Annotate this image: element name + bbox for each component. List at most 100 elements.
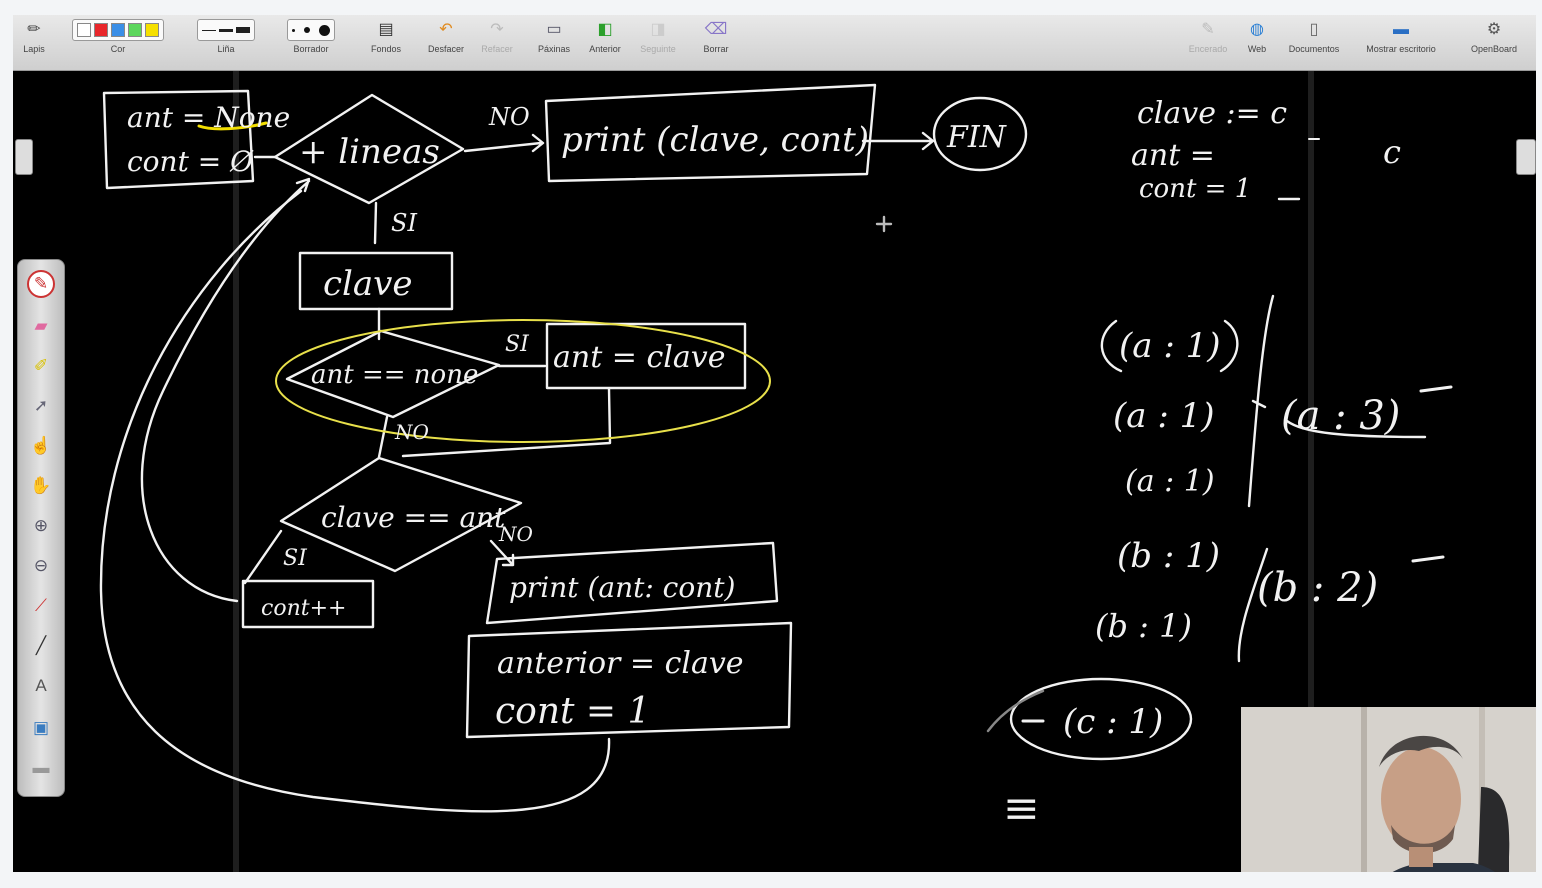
clave-text: clave bbox=[323, 264, 413, 304]
zoom-out-icon[interactable]: ⊖ bbox=[33, 556, 49, 575]
show-desktop-button[interactable]: ▬ Mostrar escritorio bbox=[1366, 21, 1436, 55]
loop-cond-text: + lineas bbox=[299, 132, 440, 172]
clear-page-icon: ⌫ bbox=[704, 21, 728, 38]
update-line2: cont = 1 bbox=[495, 691, 650, 732]
line-width-picker[interactable]: Liña bbox=[189, 19, 263, 67]
no-top-label: NO bbox=[488, 103, 530, 131]
line-tool-icon[interactable]: ╱ bbox=[35, 636, 47, 655]
state-line3: cont = 1 bbox=[1139, 174, 1251, 204]
blue-swatch[interactable] bbox=[111, 23, 125, 37]
init-box bbox=[102, 89, 255, 190]
marker-tool-icon[interactable]: ✐ bbox=[33, 356, 49, 375]
pen-trace bbox=[986, 689, 1045, 733]
documents-mode-button[interactable]: ▯ Documentos bbox=[1288, 21, 1340, 55]
print-ant-text: print (ant: cont) bbox=[509, 571, 735, 604]
openboard-menu-button[interactable]: ⚙ OpenBoard bbox=[1470, 21, 1518, 55]
init-line2: cont = Ø bbox=[127, 145, 254, 178]
handwriting-layer: ant = None cont = Ø + lineas NO print (c… bbox=[99, 71, 1453, 872]
right-panel-toggle[interactable] bbox=[1516, 139, 1536, 175]
small-eraser-option[interactable] bbox=[292, 28, 295, 32]
eraser-tool-icon[interactable]: ▰ bbox=[34, 316, 48, 335]
no-equal-label: NO bbox=[498, 522, 533, 546]
clear-page-button[interactable]: ⌫ Borrar bbox=[703, 21, 729, 55]
webcam-overlay bbox=[1241, 707, 1536, 872]
state-line1: clave := c bbox=[1137, 96, 1287, 131]
inc-loop-arrow bbox=[140, 177, 311, 603]
pan-hand-icon[interactable]: ✋ bbox=[30, 476, 52, 495]
eraser-sizes bbox=[287, 19, 335, 41]
underline-a-total bbox=[1285, 419, 1427, 439]
eraser-size-picker[interactable]: Borrador bbox=[275, 19, 347, 67]
presenter-video bbox=[1241, 707, 1536, 872]
virtual-keyboard-icon[interactable]: ▬ bbox=[32, 758, 50, 777]
redo-button[interactable]: ↷ Refacer bbox=[481, 21, 513, 55]
inc-text: cont++ bbox=[261, 596, 346, 621]
medium-eraser-option[interactable] bbox=[304, 27, 310, 33]
si-equal-connector bbox=[243, 529, 283, 585]
large-eraser-option[interactable] bbox=[319, 24, 330, 36]
zoom-in-icon[interactable]: ⊕ bbox=[33, 516, 49, 535]
pair-c1: (c : 1) bbox=[1063, 702, 1163, 742]
laser-pointer-icon[interactable]: ⟋ bbox=[35, 596, 47, 615]
whiteboard-canvas[interactable]: ant = None cont = Ø + lineas NO print (c… bbox=[13, 71, 1536, 872]
previous-page-icon: ◧ bbox=[597, 21, 613, 38]
si-top-label: SI bbox=[391, 209, 417, 237]
web-mode-button[interactable]: ◍ Web bbox=[1247, 21, 1267, 55]
print-final-box bbox=[544, 83, 877, 183]
text-tool-icon[interactable]: A bbox=[35, 676, 47, 695]
si-equal-label: SI bbox=[283, 546, 308, 571]
openboard-window: ✏ Lapis Cor Liña bbox=[13, 15, 1536, 872]
selector-tool-icon[interactable]: ➚ bbox=[33, 396, 49, 415]
redo-icon: ↷ bbox=[490, 21, 504, 38]
settings-icon: ⚙ bbox=[1486, 21, 1502, 38]
clave-box bbox=[298, 251, 454, 311]
brace-a-tick bbox=[1251, 399, 1267, 409]
backgrounds-button[interactable]: ▤ Fondos bbox=[370, 21, 402, 55]
equivalence-mark: ≡ bbox=[1003, 783, 1040, 834]
assign-return bbox=[401, 387, 612, 458]
green-swatch[interactable] bbox=[128, 23, 142, 37]
state-side-value: c bbox=[1383, 133, 1401, 171]
line-widths bbox=[197, 19, 255, 41]
previous-page-button[interactable]: ◧ Anterior bbox=[589, 21, 621, 55]
yellow-swatch[interactable] bbox=[145, 23, 159, 37]
loop-diamond bbox=[273, 93, 465, 205]
pair-b2: (b : 1) bbox=[1095, 607, 1192, 645]
pencil-icon: ✏ bbox=[27, 21, 41, 38]
white-swatch[interactable] bbox=[77, 23, 91, 37]
pencil-tool[interactable]: ✏ Lapis bbox=[23, 21, 45, 55]
medium-line-option[interactable] bbox=[219, 28, 233, 32]
si-none-label: SI bbox=[505, 332, 530, 357]
undo-button[interactable]: ↶ Desfacer bbox=[427, 21, 464, 55]
equal-diamond bbox=[279, 456, 523, 573]
thin-line-option[interactable] bbox=[202, 29, 216, 31]
board-icon: ✎ bbox=[1201, 21, 1215, 38]
pen-tool-icon[interactable]: ✎ bbox=[27, 270, 55, 298]
red-swatch[interactable] bbox=[94, 23, 108, 37]
desktop-icon: ▬ bbox=[1393, 21, 1409, 38]
pages-button[interactable]: ▭ Páxinas bbox=[537, 21, 571, 55]
paren-a1 bbox=[1100, 319, 1239, 373]
background-icon: ▤ bbox=[378, 21, 394, 38]
arrow-no-top bbox=[463, 133, 545, 153]
fin-text: FIN bbox=[946, 120, 1008, 155]
highlight-ellipse bbox=[275, 319, 771, 443]
capture-tool-icon[interactable]: ▣ bbox=[32, 718, 50, 737]
color-picker[interactable]: Cor bbox=[59, 19, 177, 67]
left-panel-toggle[interactable] bbox=[15, 139, 33, 175]
pages-icon: ▭ bbox=[546, 21, 562, 38]
top-toolbar: ✏ Lapis Cor Liña bbox=[13, 15, 1536, 71]
thick-line-option[interactable] bbox=[236, 27, 250, 33]
board-mode-button[interactable]: ✎ Encerado bbox=[1188, 21, 1228, 55]
documents-icon: ▯ bbox=[1309, 21, 1319, 38]
update-box bbox=[465, 621, 793, 739]
stylus-palette: ✎ ▰ ✐ ➚ ☝ ✋ ⊕ ⊖ ⟋ ╱ A ▣ ▬ bbox=[17, 259, 65, 797]
globe-icon: ◍ bbox=[1250, 21, 1264, 38]
next-page-icon: ◨ bbox=[650, 21, 666, 38]
fin-ellipse bbox=[932, 96, 1028, 172]
next-page-button[interactable]: ◨ Seguinte bbox=[640, 21, 676, 55]
pair-a3: (a : 1) bbox=[1125, 464, 1215, 499]
pair-a2: (a : 1) bbox=[1113, 396, 1215, 436]
update-loop-arrow bbox=[99, 189, 611, 813]
interact-hand-icon[interactable]: ☝ bbox=[30, 436, 52, 455]
